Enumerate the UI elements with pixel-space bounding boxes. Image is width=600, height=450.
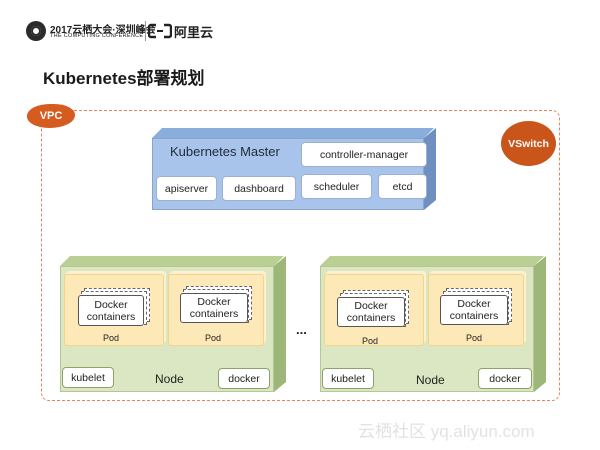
node-box-side-face [274,256,286,392]
pod-label: Pod [466,333,483,343]
etcd-box: etcd [378,174,427,199]
docker-box: docker [478,368,532,389]
master-title: Kubernetes Master [170,144,280,159]
docker-containers-line1: Docker [354,300,388,312]
master-box-side-face [424,128,436,210]
docker-containers-line1: Docker [197,296,231,308]
vpc-badge: VPC [27,104,75,128]
master-box-top-face [152,128,434,138]
pod-label: Pod [362,336,379,346]
docker-containers-box: Docker containers [180,293,248,323]
dashboard-box: dashboard [222,176,296,201]
docker-containers-box: Docker containers [78,295,144,326]
node-label: Node [155,372,184,386]
docker-containers-box: Docker containers [440,295,508,325]
kubelet-box: kubelet [322,368,374,389]
docker-containers-line2: containers [86,310,136,323]
node-box-side-face [534,256,546,392]
pod-label: Pod [103,333,120,343]
docker-containers-line1: Docker [94,298,128,311]
aliyun-logo-icon [148,23,172,39]
docker-containers-line2: containers [346,312,396,324]
event-title: 2017云栖大会·深圳峰会 [50,25,156,36]
pod-label: Pod [205,333,222,343]
docker-containers-box: Docker containers [337,297,405,327]
docker-box: docker [218,368,270,389]
controller-manager-box: controller-manager [301,142,427,167]
node-box-top-face [320,256,544,266]
scheduler-box: scheduler [301,174,372,199]
docker-containers-line2: containers [449,310,499,322]
page-title: Kubernetes部署规划 [43,69,205,88]
event-subtitle: THE COMPUTING CONFERENCE [50,33,144,39]
header-divider [145,21,146,41]
node-box-top-face [60,256,284,266]
watermark: 云栖社区 yq.aliyun.com [358,422,535,441]
kubelet-box: kubelet [62,367,114,388]
node-label: Node [416,373,445,387]
conference-logo-icon [26,21,46,41]
apiserver-box: apiserver [156,176,217,201]
vpc-boundary [41,110,560,401]
docker-containers-line2: containers [189,308,239,320]
more-nodes-ellipsis: ... [296,322,307,337]
vswitch-badge: VSwitch [501,121,556,166]
brand-name: 阿里云 [174,25,214,40]
docker-containers-line1: Docker [457,298,491,310]
